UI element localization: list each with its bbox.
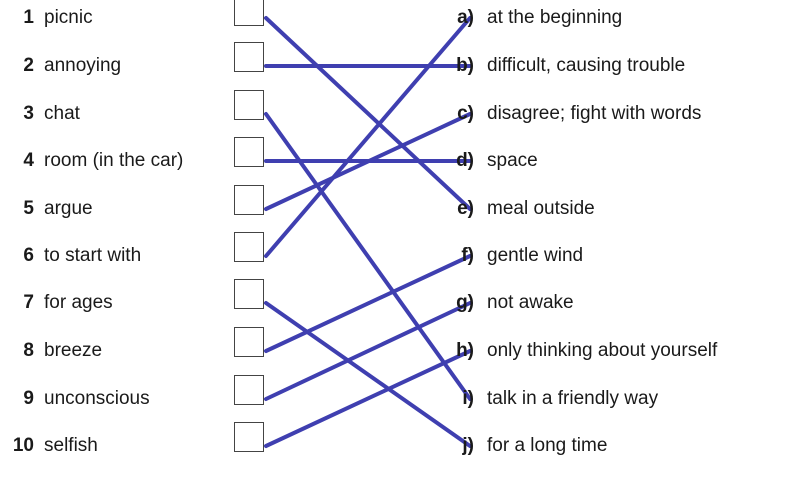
term-number: 6 bbox=[23, 245, 34, 266]
definition-text: space bbox=[487, 150, 538, 171]
term-text: room (in the car) bbox=[44, 150, 184, 171]
definition-letter: h) bbox=[456, 340, 474, 361]
definition-letter: i) bbox=[462, 388, 474, 409]
definition-row: h) only thinking about yourself bbox=[446, 337, 717, 365]
term-number: 9 bbox=[23, 388, 34, 409]
definition-letter: e) bbox=[457, 198, 474, 219]
definition-row: a) at the beginning bbox=[446, 4, 622, 32]
term-number: 1 bbox=[23, 7, 34, 28]
definition-row: b) difficult, causing trouble bbox=[446, 52, 685, 80]
answer-box[interactable] bbox=[234, 279, 264, 309]
match-line-3-i bbox=[264, 112, 472, 401]
answer-box[interactable] bbox=[234, 137, 264, 167]
definition-text: for a long time bbox=[487, 435, 608, 456]
definition-letter: d) bbox=[456, 150, 474, 171]
definition-text: disagree; fight with words bbox=[487, 103, 702, 124]
term-number: 3 bbox=[23, 103, 34, 124]
term-number: 7 bbox=[23, 292, 34, 313]
answer-box[interactable] bbox=[234, 422, 264, 452]
term-row: 5 argue bbox=[0, 195, 93, 223]
definition-row: f) gentle wind bbox=[446, 242, 583, 270]
term-number: 2 bbox=[23, 55, 34, 76]
term-text: annoying bbox=[44, 55, 122, 76]
definition-letter: g) bbox=[456, 292, 474, 313]
term-row: 9 unconscious bbox=[0, 385, 150, 413]
definition-text: meal outside bbox=[487, 198, 595, 219]
definition-text: only thinking about yourself bbox=[487, 340, 718, 361]
term-text: chat bbox=[44, 103, 80, 124]
definition-row: g) not awake bbox=[446, 289, 574, 317]
definition-row: j) for a long time bbox=[446, 432, 607, 460]
definition-text: gentle wind bbox=[487, 245, 584, 266]
definition-letter: c) bbox=[457, 103, 474, 124]
match-line-6-a bbox=[264, 16, 472, 258]
definition-letter: f) bbox=[461, 245, 474, 266]
definition-letter: b) bbox=[456, 55, 474, 76]
term-row: 2 annoying bbox=[0, 52, 121, 80]
term-text: breeze bbox=[44, 340, 103, 361]
term-text: picnic bbox=[44, 7, 93, 28]
answer-box[interactable] bbox=[234, 42, 264, 72]
definition-text: not awake bbox=[487, 292, 574, 313]
term-number: 10 bbox=[12, 435, 34, 456]
match-line-1-e bbox=[264, 16, 472, 211]
definition-text: talk in a friendly way bbox=[487, 388, 659, 409]
term-row: 4 room (in the car) bbox=[0, 147, 183, 175]
definition-text: difficult, causing trouble bbox=[487, 55, 686, 76]
answer-box[interactable] bbox=[234, 0, 264, 26]
term-text: unconscious bbox=[44, 388, 150, 409]
match-line-7-j bbox=[264, 301, 472, 448]
answer-box[interactable] bbox=[234, 185, 264, 215]
term-text: to start with bbox=[44, 245, 142, 266]
match-line-9-g bbox=[264, 301, 472, 401]
term-text: selfish bbox=[44, 435, 98, 456]
definition-row: i) talk in a friendly way bbox=[446, 385, 658, 413]
term-row: 6 to start with bbox=[0, 242, 141, 270]
term-row: 7 for ages bbox=[0, 289, 113, 317]
match-line-5-c bbox=[264, 112, 472, 211]
term-text: for ages bbox=[44, 292, 113, 313]
definition-text: at the beginning bbox=[487, 7, 623, 28]
term-row: 10 selfish bbox=[0, 432, 98, 460]
term-row: 3 chat bbox=[0, 100, 80, 128]
definition-row: c) disagree; fight with words bbox=[446, 100, 701, 128]
term-number: 4 bbox=[23, 150, 34, 171]
match-line-10-h bbox=[264, 349, 472, 448]
definition-row: e) meal outside bbox=[446, 195, 595, 223]
match-line-8-f bbox=[264, 254, 472, 353]
answer-box[interactable] bbox=[234, 232, 264, 262]
answer-box[interactable] bbox=[234, 375, 264, 405]
term-row: 8 breeze bbox=[0, 337, 102, 365]
term-text: argue bbox=[44, 198, 93, 219]
answer-box[interactable] bbox=[234, 327, 264, 357]
answer-box[interactable] bbox=[234, 90, 264, 120]
term-row: 1 picnic bbox=[0, 4, 93, 32]
term-number: 5 bbox=[23, 198, 34, 219]
definition-letter: j) bbox=[462, 435, 474, 456]
definition-row: d) space bbox=[446, 147, 538, 175]
term-number: 8 bbox=[23, 340, 34, 361]
definition-letter: a) bbox=[457, 7, 474, 28]
